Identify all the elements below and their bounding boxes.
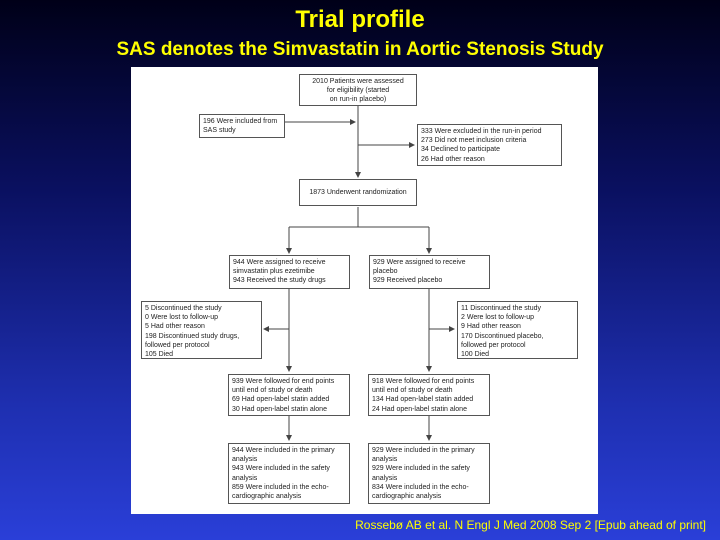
- box-assessed: 2010 Patients were assessed for eligibili…: [299, 74, 417, 106]
- box-line: analysis: [232, 456, 258, 464]
- box-followed-placebo: 918 Were followed for end points until en…: [368, 374, 490, 416]
- flowchart-panel: 2010 Patients were assessed for eligibili…: [131, 67, 598, 514]
- box-line: placebo: [373, 268, 398, 276]
- box-analysis-simvastatin: 944 Were included in the primary analysis…: [228, 443, 350, 504]
- box-line: 24 Had open-label statin alone: [372, 405, 467, 413]
- box-line: 26 Had other reason: [421, 155, 485, 163]
- box-line: 5 Discontinued the study: [145, 305, 222, 312]
- box-line: 944 Were included in the primary: [232, 447, 335, 454]
- box-line: 170 Discontinued placebo,: [461, 332, 544, 340]
- box-line: 100 Died: [461, 351, 490, 359]
- box-line: followed per protocol: [461, 341, 526, 349]
- box-line: 929 Were included in the safety: [372, 465, 470, 473]
- box-line: 11 Discontinued the study: [461, 305, 542, 312]
- box-line: 918 Were followed for end points: [372, 378, 475, 385]
- box-line: followed per protocol: [145, 341, 210, 349]
- slide-title: Trial profile: [295, 6, 425, 33]
- box-line: 929 Received placebo: [373, 277, 443, 285]
- box-line: until end of study or death: [232, 387, 313, 395]
- box-line: 944 Were assigned to receive: [233, 259, 326, 266]
- box-line: 196 Were included from: [203, 118, 278, 125]
- box-line: 69 Had open-label statin added: [232, 396, 330, 404]
- box-line: 859 Were included in the echo-: [232, 483, 329, 491]
- box-line: 2010 Patients were assessed: [312, 78, 404, 85]
- box-discontinued-simvastatin: 5 Discontinued the study 0 Were lost to f…: [141, 301, 262, 359]
- box-line: 943 Were included in the safety: [232, 465, 330, 473]
- box-line: simvastatin plus ezetimibe: [233, 268, 315, 276]
- box-analysis-placebo: 929 Were included in the primary analysis…: [368, 443, 490, 504]
- box-line: 2 Were lost to follow-up: [461, 314, 535, 322]
- box-line: 273 Did not meet inclusion criteria: [421, 137, 527, 145]
- box-line: 333 Were excluded in the run-in period: [421, 128, 542, 135]
- box-line: 929 Were included in the primary: [372, 447, 475, 454]
- box-line: 943 Received the study drugs: [233, 277, 326, 285]
- box-line: 834 Were included in the echo-: [372, 483, 469, 491]
- box-line: on run-in placebo): [329, 96, 387, 104]
- box-line: 9 Had other reason: [461, 323, 521, 331]
- box-followed-simvastatin: 939 Were followed for end points until en…: [228, 374, 350, 416]
- box-randomized: 1873 Underwent randomization: [299, 179, 417, 206]
- box-line: 1873 Underwent randomization: [309, 189, 407, 196]
- box-line: 929 Were assigned to receive: [373, 259, 466, 266]
- box-line: 105 Died: [145, 351, 174, 359]
- box-line: 134 Had open-label statin added: [372, 396, 474, 404]
- citation: Rossebø AB et al. N Engl J Med 2008 Sep …: [355, 518, 706, 532]
- box-line: analysis: [372, 474, 398, 482]
- box-line: SAS study: [203, 127, 236, 135]
- box-line: cardiographic analysis: [372, 493, 442, 501]
- box-line: 198 Discontinued study drugs,: [145, 332, 240, 340]
- box-excluded: 333 Were excluded in the run-in period 27…: [417, 124, 562, 166]
- box-line: until end of study or death: [372, 387, 453, 395]
- box-line: 30 Had open-label statin alone: [232, 405, 327, 413]
- slide-subtitle: SAS denotes the Simvastatin in Aortic St…: [116, 39, 604, 60]
- box-line: cardiographic analysis: [232, 493, 302, 501]
- box-line: analysis: [372, 456, 398, 464]
- box-discontinued-placebo: 11 Discontinued the study 2 Were lost to …: [457, 301, 578, 359]
- box-line: 939 Were followed for end points: [232, 378, 335, 385]
- box-line: for eligibility (started: [326, 87, 390, 95]
- box-line: analysis: [232, 474, 258, 482]
- box-line: 0 Were lost to follow-up: [145, 314, 219, 322]
- box-line: 34 Declined to participate: [421, 146, 500, 154]
- box-line: 5 Had other reason: [145, 323, 205, 331]
- box-arm-simvastatin: 944 Were assigned to receive simvastatin …: [229, 255, 350, 289]
